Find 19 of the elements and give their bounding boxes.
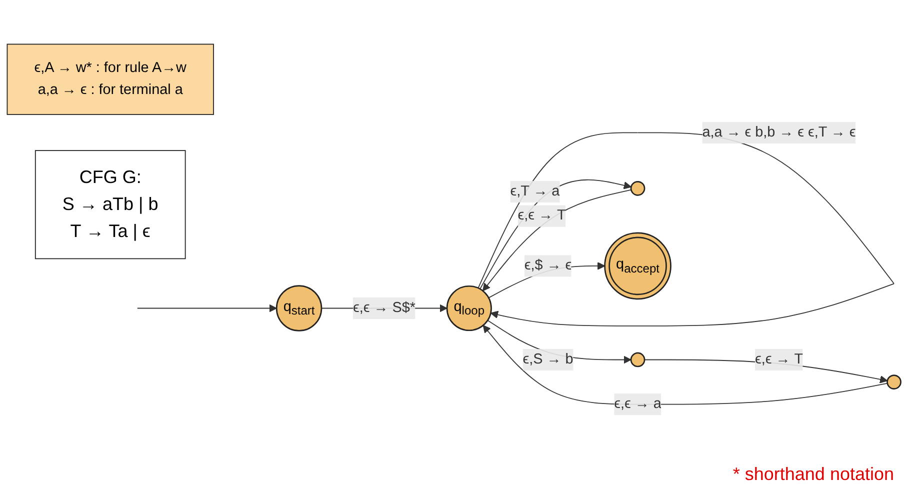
node-circle bbox=[276, 285, 322, 332]
node-box bbox=[6, 44, 214, 116]
node-box bbox=[34, 150, 186, 260]
edge-label: ϵ,$ → ϵ bbox=[524, 258, 572, 274]
node-circle bbox=[446, 286, 492, 332]
edge-label: ϵ,ϵ → T bbox=[755, 352, 803, 368]
node-circle bbox=[886, 374, 902, 390]
state-diagram: ϵ,ϵ → S$* a,a → ϵ b,b → ϵ ϵ,T → ϵ ϵ,S → b ϵ,ϵ → T ϵ,T → a ϵ,ϵ → T ϵ,ϵ → a ϵ,$ → ϵ ϵ,A → w* : for rule A→w a,a → ϵ : for terminal a CFG G: S → aTb | b T → Ta | ϵ q$_{start}$ q$_{loop}$ q$_{accept}$ bbox=[0, 37, 908, 423]
edge-label: ϵ,S → b bbox=[522, 352, 574, 368]
edge-label: ϵ,ϵ → a bbox=[614, 396, 662, 412]
node-circle bbox=[604, 232, 672, 300]
footnote: * shorthand notation bbox=[732, 464, 894, 485]
edge-label: ϵ,ϵ → S$* bbox=[353, 300, 416, 316]
edge-label: ϵ,ϵ → T bbox=[518, 208, 566, 224]
arrow bbox=[136, 304, 277, 313]
edge-label: ϵ,T → a bbox=[510, 184, 560, 200]
node-circle bbox=[630, 181, 646, 196]
edge-label: a,a → ϵ b,b → ϵ ϵ,T → ϵ bbox=[702, 124, 856, 140]
node-circle bbox=[630, 352, 646, 368]
